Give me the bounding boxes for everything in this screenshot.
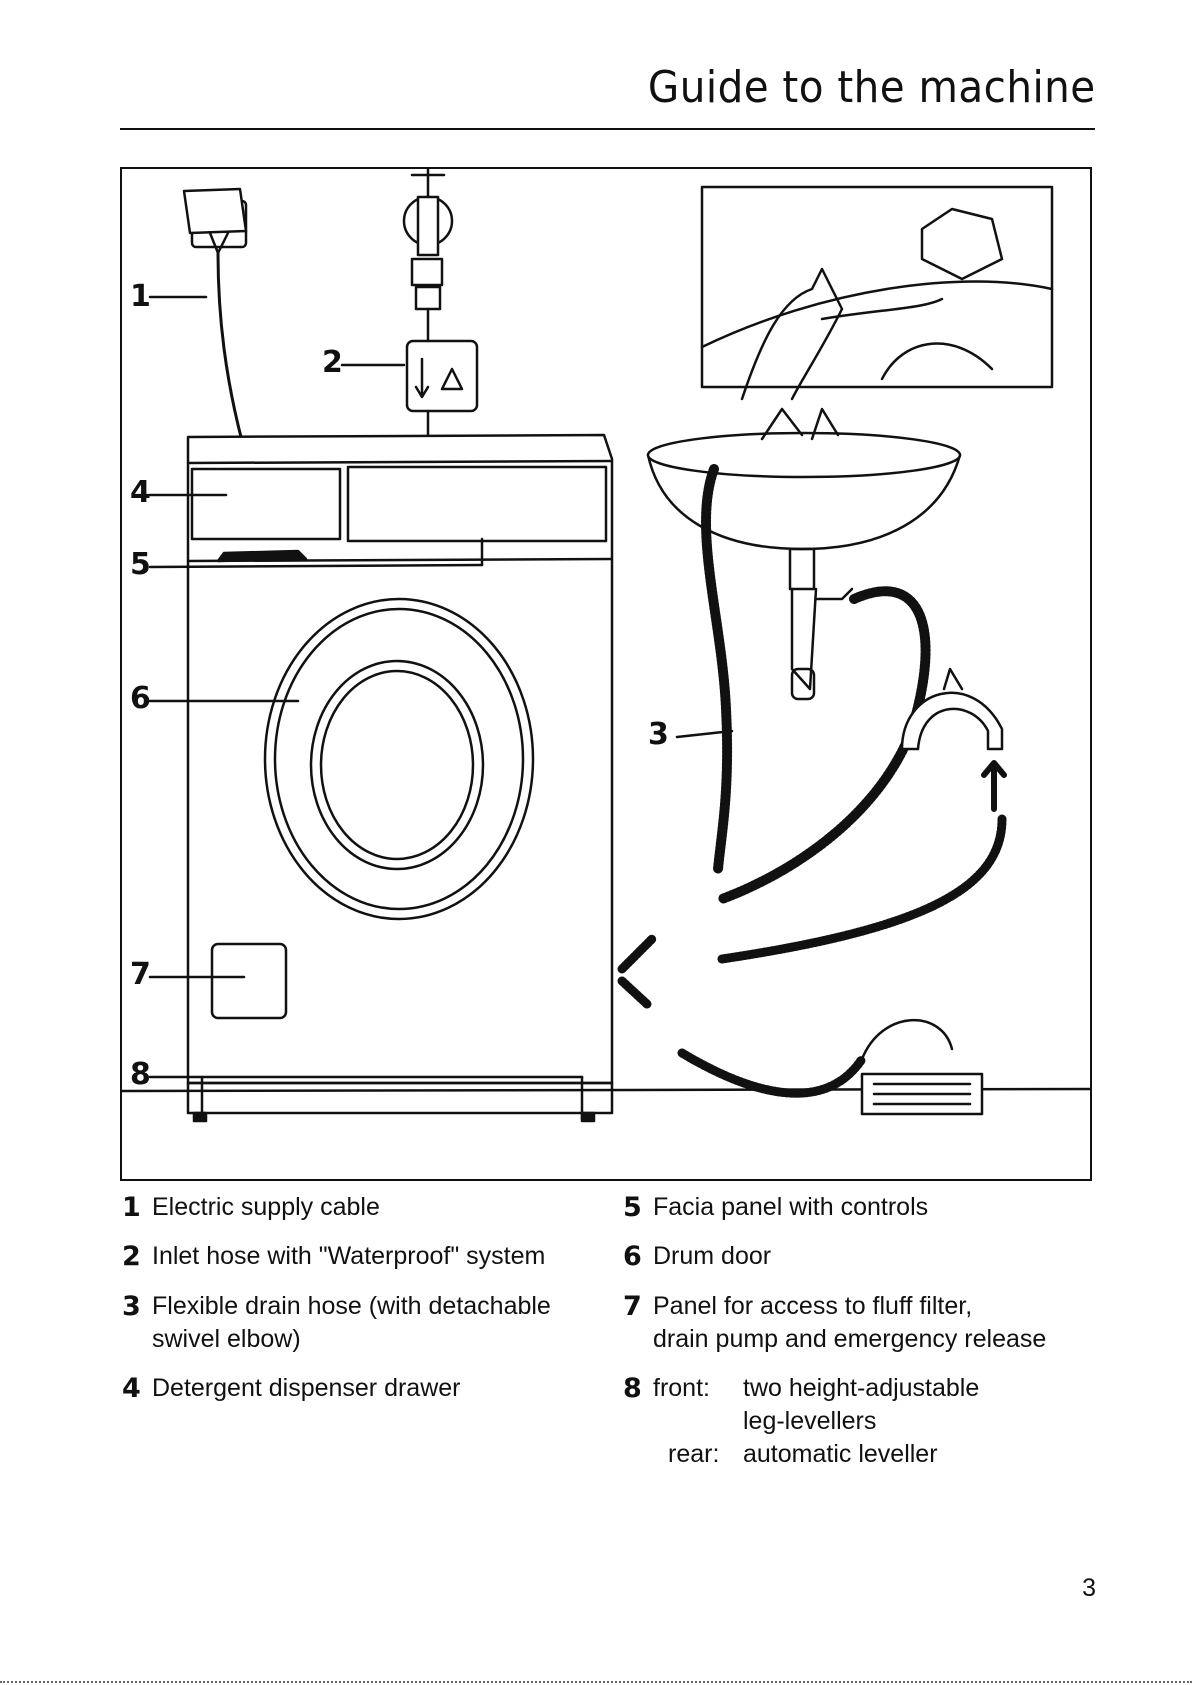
figure-label-1: 1 <box>130 279 151 314</box>
floor-hose <box>677 1048 867 1098</box>
page-number: 3 <box>1082 1574 1096 1602</box>
page-bottom-border <box>0 1681 1192 1683</box>
legend-number: 7 <box>623 1291 642 1322</box>
washing-machine-body <box>186 433 614 1123</box>
legend-number: 6 <box>623 1241 642 1272</box>
cable-line <box>216 251 244 443</box>
front-text-line-2: leg-levellers <box>743 1407 877 1435</box>
figure-label-8: 8 <box>130 1057 151 1092</box>
rear-label: rear: <box>668 1440 720 1468</box>
hose-ends <box>617 934 657 1010</box>
washing-machine-illustration <box>122 169 1090 1123</box>
front-label: front: <box>653 1374 710 1402</box>
legend-number: 2 <box>122 1241 141 1272</box>
swivel-elbow-icon <box>900 667 1007 812</box>
legend-number: 8 <box>623 1373 642 1404</box>
legend-text: Drum door <box>653 1242 772 1270</box>
tap-icon <box>402 169 454 311</box>
legend-number: 1 <box>122 1192 141 1223</box>
figure-label-2: 2 <box>322 345 343 380</box>
figure-label-4: 4 <box>130 475 151 510</box>
socket-icon <box>182 187 248 255</box>
machine-diagram: 1 2 3 4 5 6 7 8 <box>120 167 1092 1181</box>
coiled-hose <box>717 814 1007 964</box>
waterproof-valve-icon <box>405 307 479 437</box>
figure-label-6: 6 <box>130 681 151 716</box>
page-title: Guide to the machine <box>648 62 1096 113</box>
header-rule <box>120 128 1095 130</box>
legend-number: 3 <box>122 1291 141 1322</box>
legend-text: Facia panel with controls <box>653 1193 929 1221</box>
legend-text: Detergent dispenser drawer <box>152 1374 461 1402</box>
drain-hose <box>701 464 733 874</box>
legend-text-line-2: drain pump and emergency release <box>653 1325 1047 1353</box>
legend-number: 4 <box>122 1373 141 1404</box>
sink-icon <box>646 407 962 701</box>
legend-text: Electric supply cable <box>152 1193 380 1221</box>
legend-item-8: 8 front: two height-adjustable leg-level… <box>623 1372 1093 1512</box>
figure-label-3: 3 <box>648 717 669 752</box>
figure-label-5: 5 <box>130 547 151 582</box>
legend-text: Inlet hose with "Waterproof" system <box>152 1242 546 1270</box>
inset-detail <box>700 185 1054 401</box>
drain-hose-spiral <box>717 586 931 904</box>
front-text: two height-adjustable <box>743 1374 980 1402</box>
figure-label-7: 7 <box>130 957 151 992</box>
floor-drain-icon <box>860 1018 984 1116</box>
rear-text: automatic leveller <box>743 1440 938 1468</box>
legend-text: Flexible drain hose (with detachable <box>152 1292 551 1320</box>
legend-text: Panel for access to fluff filter, <box>653 1292 973 1320</box>
legend-text-line-2: swivel elbow) <box>152 1325 301 1353</box>
legend-number: 5 <box>623 1192 642 1223</box>
